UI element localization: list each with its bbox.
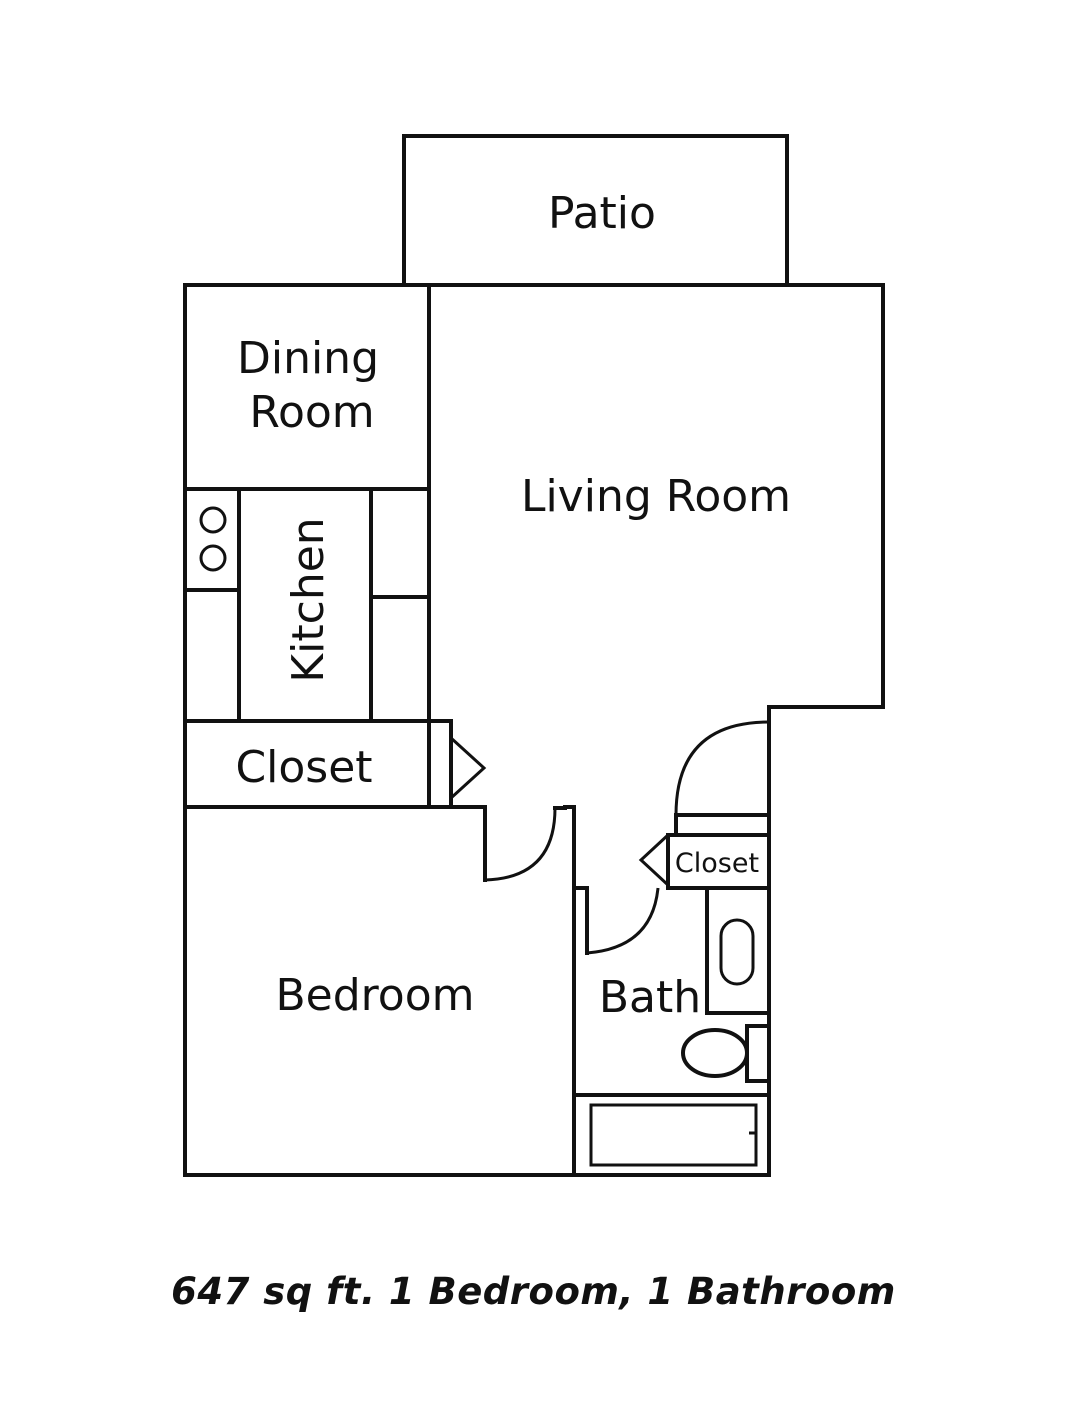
left-closet-door-swing — [449, 736, 487, 800]
bath-door-swing — [586, 887, 660, 955]
bedroom-outline — [183, 805, 576, 1177]
right-closet-entry-swing — [674, 720, 770, 816]
floor-plan-caption: 647 sq ft. 1 Bedroom, 1 Bathroom — [171, 1270, 896, 1313]
stove-burner-top-icon — [199, 506, 227, 534]
patio-label: Patio — [548, 188, 656, 239]
bedroom-label: Bedroom — [275, 970, 474, 1021]
dining-room-label-line2: Room — [249, 387, 374, 438]
living-room-outline — [427, 283, 885, 817]
right-closet-label: Closet — [675, 848, 759, 879]
tub-icon — [589, 1103, 758, 1167]
sink-icon — [719, 918, 755, 986]
bedroom-door-swing — [484, 807, 557, 882]
bath-label: Bath — [599, 972, 701, 1023]
stove-burner-bottom-icon — [199, 544, 227, 572]
toilet-tank-icon — [745, 1024, 771, 1083]
toilet-bowl-icon — [681, 1028, 749, 1078]
right-closet-door-swing — [638, 833, 670, 887]
left-closet-label: Closet — [235, 742, 372, 793]
living-room-label: Living Room — [521, 471, 791, 522]
dining-room-label-line1: Dining — [237, 333, 379, 384]
left-closet-door — [427, 719, 453, 809]
kitchen-label: Kitchen — [283, 517, 334, 682]
vanity-outline — [705, 886, 771, 1015]
